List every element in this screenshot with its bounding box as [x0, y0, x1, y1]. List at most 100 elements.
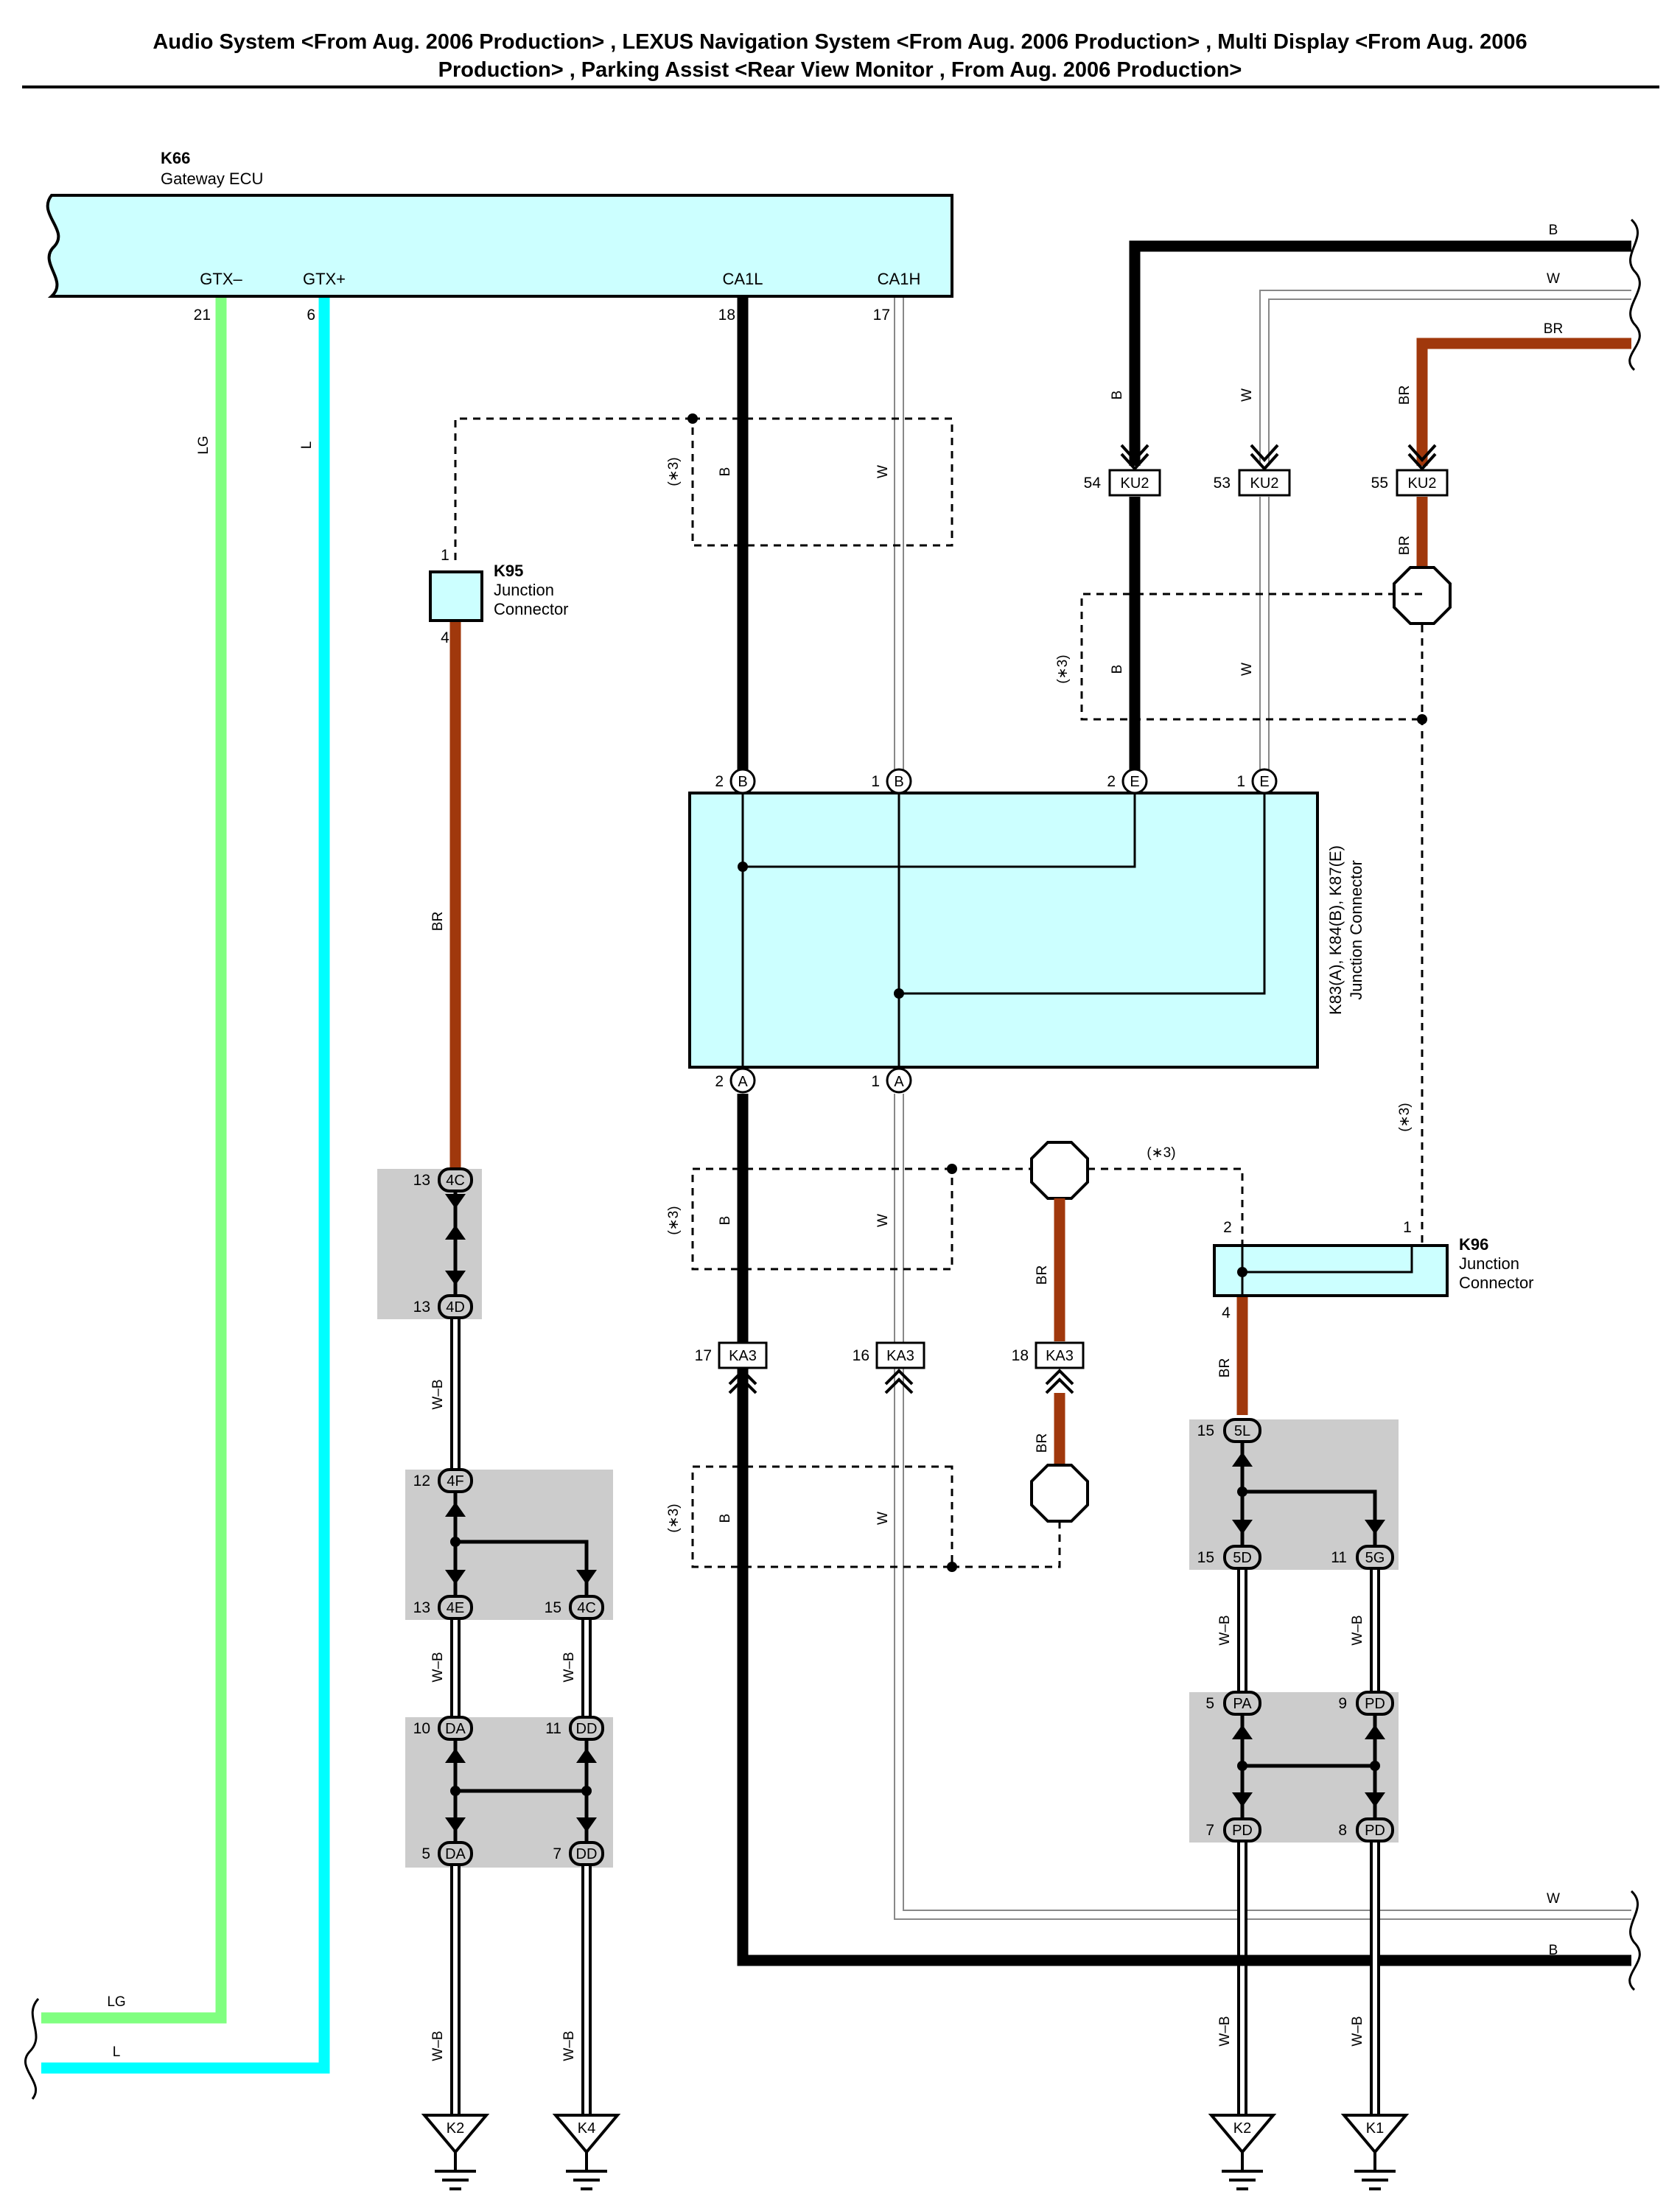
connector-ku2-53	[1238, 469, 1291, 497]
terminal-label-e: E	[1259, 774, 1269, 790]
arrow-down-icon	[445, 1817, 466, 1832]
pin-5: 5	[1205, 1695, 1214, 1712]
connector-pd-label: PD	[1365, 1696, 1385, 1712]
k96-junction-box	[1213, 1244, 1449, 1297]
wire-label-b: B	[1110, 665, 1125, 674]
splice-dot	[1237, 1487, 1247, 1497]
wire-label-br: BR	[1397, 385, 1413, 405]
connector-pd	[1356, 1817, 1394, 1842]
connector-chevron-icon	[728, 1369, 757, 1394]
splice-dot	[947, 1562, 957, 1572]
k95-code: K95	[494, 562, 523, 580]
gateway-ecu-box	[46, 194, 953, 298]
wire-label-wb: W–B	[430, 1379, 446, 1409]
terminal-label-b: B	[894, 774, 903, 790]
pin-5: 5	[421, 1845, 430, 1862]
jc-pin-1: 1	[1236, 773, 1245, 790]
shield-terminal-octagon	[1393, 566, 1452, 625]
pin-15: 15	[1197, 1549, 1214, 1566]
jc-pin-2: 2	[715, 773, 724, 790]
connector-ku2-label: KU2	[1408, 475, 1437, 492]
wire-b-top-right	[1129, 240, 1631, 466]
ground-icon	[1354, 2152, 1396, 2190]
terminal-b-1	[886, 768, 912, 794]
k96-pin-4: 4	[1222, 1304, 1231, 1321]
k95-name-2: Connector	[494, 600, 569, 618]
wire-label-b: B	[1549, 223, 1558, 238]
wire-break-bottom-right	[1628, 1890, 1641, 1991]
arrow-down-icon	[576, 1570, 597, 1585]
k95-name-1: Junction	[494, 581, 554, 599]
jc-pin-1: 1	[871, 773, 880, 790]
wire-label-b: B	[1549, 1943, 1558, 1958]
pin-name-gtx-minus: GTX–	[200, 270, 242, 288]
shield-lower	[691, 1465, 953, 1568]
note-star3: (∗3)	[666, 457, 682, 486]
arrow-down-icon	[1365, 1520, 1385, 1534]
splice-dot	[947, 1164, 957, 1174]
ground-triangle	[552, 2114, 621, 2155]
connector-da-label: DA	[445, 1846, 466, 1862]
wire-label-w: W	[875, 465, 891, 478]
pin-name-ca1l: CA1L	[722, 270, 763, 288]
connector-ku2-label: KU2	[1250, 475, 1279, 492]
connector-ku2-55	[1396, 469, 1449, 497]
pin-8: 8	[1338, 1822, 1347, 1839]
connector-ka3-label: KA3	[1046, 1348, 1074, 1364]
connector-chevron-icon	[1250, 444, 1279, 471]
wire-label-b: B	[718, 1216, 733, 1226]
splice-dot	[687, 413, 698, 424]
wire-label-wb: W–B	[561, 1652, 577, 1682]
wire-label-wb: W–B	[430, 1652, 446, 1682]
wire-label-l-bottom: L	[113, 2044, 121, 2060]
wire-label-b: B	[718, 1514, 733, 1523]
wire-label-br: BR	[1035, 1433, 1050, 1453]
pin-9: 9	[1338, 1695, 1347, 1712]
wire-label-br: BR	[1397, 536, 1413, 555]
connector-chevron-icon	[1045, 1369, 1074, 1394]
wire-label-br: BR	[1544, 321, 1563, 337]
shield-lower-drain	[952, 1523, 1061, 1568]
wire-br-top-right	[1416, 338, 1631, 466]
connector-ka3-label: KA3	[886, 1348, 914, 1364]
pin-15: 15	[545, 1599, 561, 1616]
connector-pd-label: PD	[1232, 1823, 1253, 1839]
k96-name-1: Junction	[1459, 1254, 1519, 1273]
connector-ka3-label: KA3	[729, 1348, 757, 1364]
wire-w-top-right-b	[1268, 298, 1631, 466]
ka3-pin-17: 17	[695, 1347, 712, 1364]
jc-pin-2: 2	[715, 1073, 724, 1090]
connector-da	[438, 1841, 473, 1866]
arrow-down-icon	[445, 1194, 466, 1209]
wire-label-w: W	[875, 1512, 891, 1525]
terminal-a-1	[886, 1067, 912, 1094]
k66-code: K66	[161, 149, 190, 167]
connector-da-label: DA	[445, 1721, 466, 1737]
ka3-pin-18: 18	[1012, 1347, 1029, 1364]
ground-k4-label: K4	[578, 2120, 595, 2137]
jc-pin-2: 2	[1107, 773, 1116, 790]
wire-label-lg-bottom: LG	[107, 1994, 125, 2010]
ground-icon	[1222, 2152, 1263, 2190]
note-star3: (∗3)	[1055, 654, 1071, 683]
connector-4d-label: 4D	[446, 1299, 465, 1316]
connector-4c-label: 4C	[577, 1600, 596, 1616]
jc-pin-1: 1	[871, 1073, 880, 1090]
k96-pin-2: 2	[1223, 1219, 1232, 1236]
connector-5l-label: 5L	[1234, 1423, 1250, 1439]
shield-upper-drain	[454, 417, 693, 562]
splice-dot	[738, 862, 748, 872]
ground-icon	[435, 2152, 476, 2190]
splice-dot	[1417, 714, 1427, 724]
splice-dot	[1370, 1761, 1380, 1771]
wire-w-top-right-a	[1259, 290, 1631, 466]
connector-ka3-17	[718, 1341, 768, 1369]
pin-10: 10	[413, 1720, 430, 1737]
wire-label-w: W	[1239, 388, 1255, 402]
connector-ku2-54	[1108, 469, 1161, 497]
splice-block-5l	[1189, 1419, 1399, 1570]
ground-k2-label: K2	[447, 2120, 464, 2137]
connector-4c-label: 4C	[446, 1173, 465, 1189]
connector-4e	[438, 1595, 473, 1620]
shield-upper	[691, 417, 953, 547]
